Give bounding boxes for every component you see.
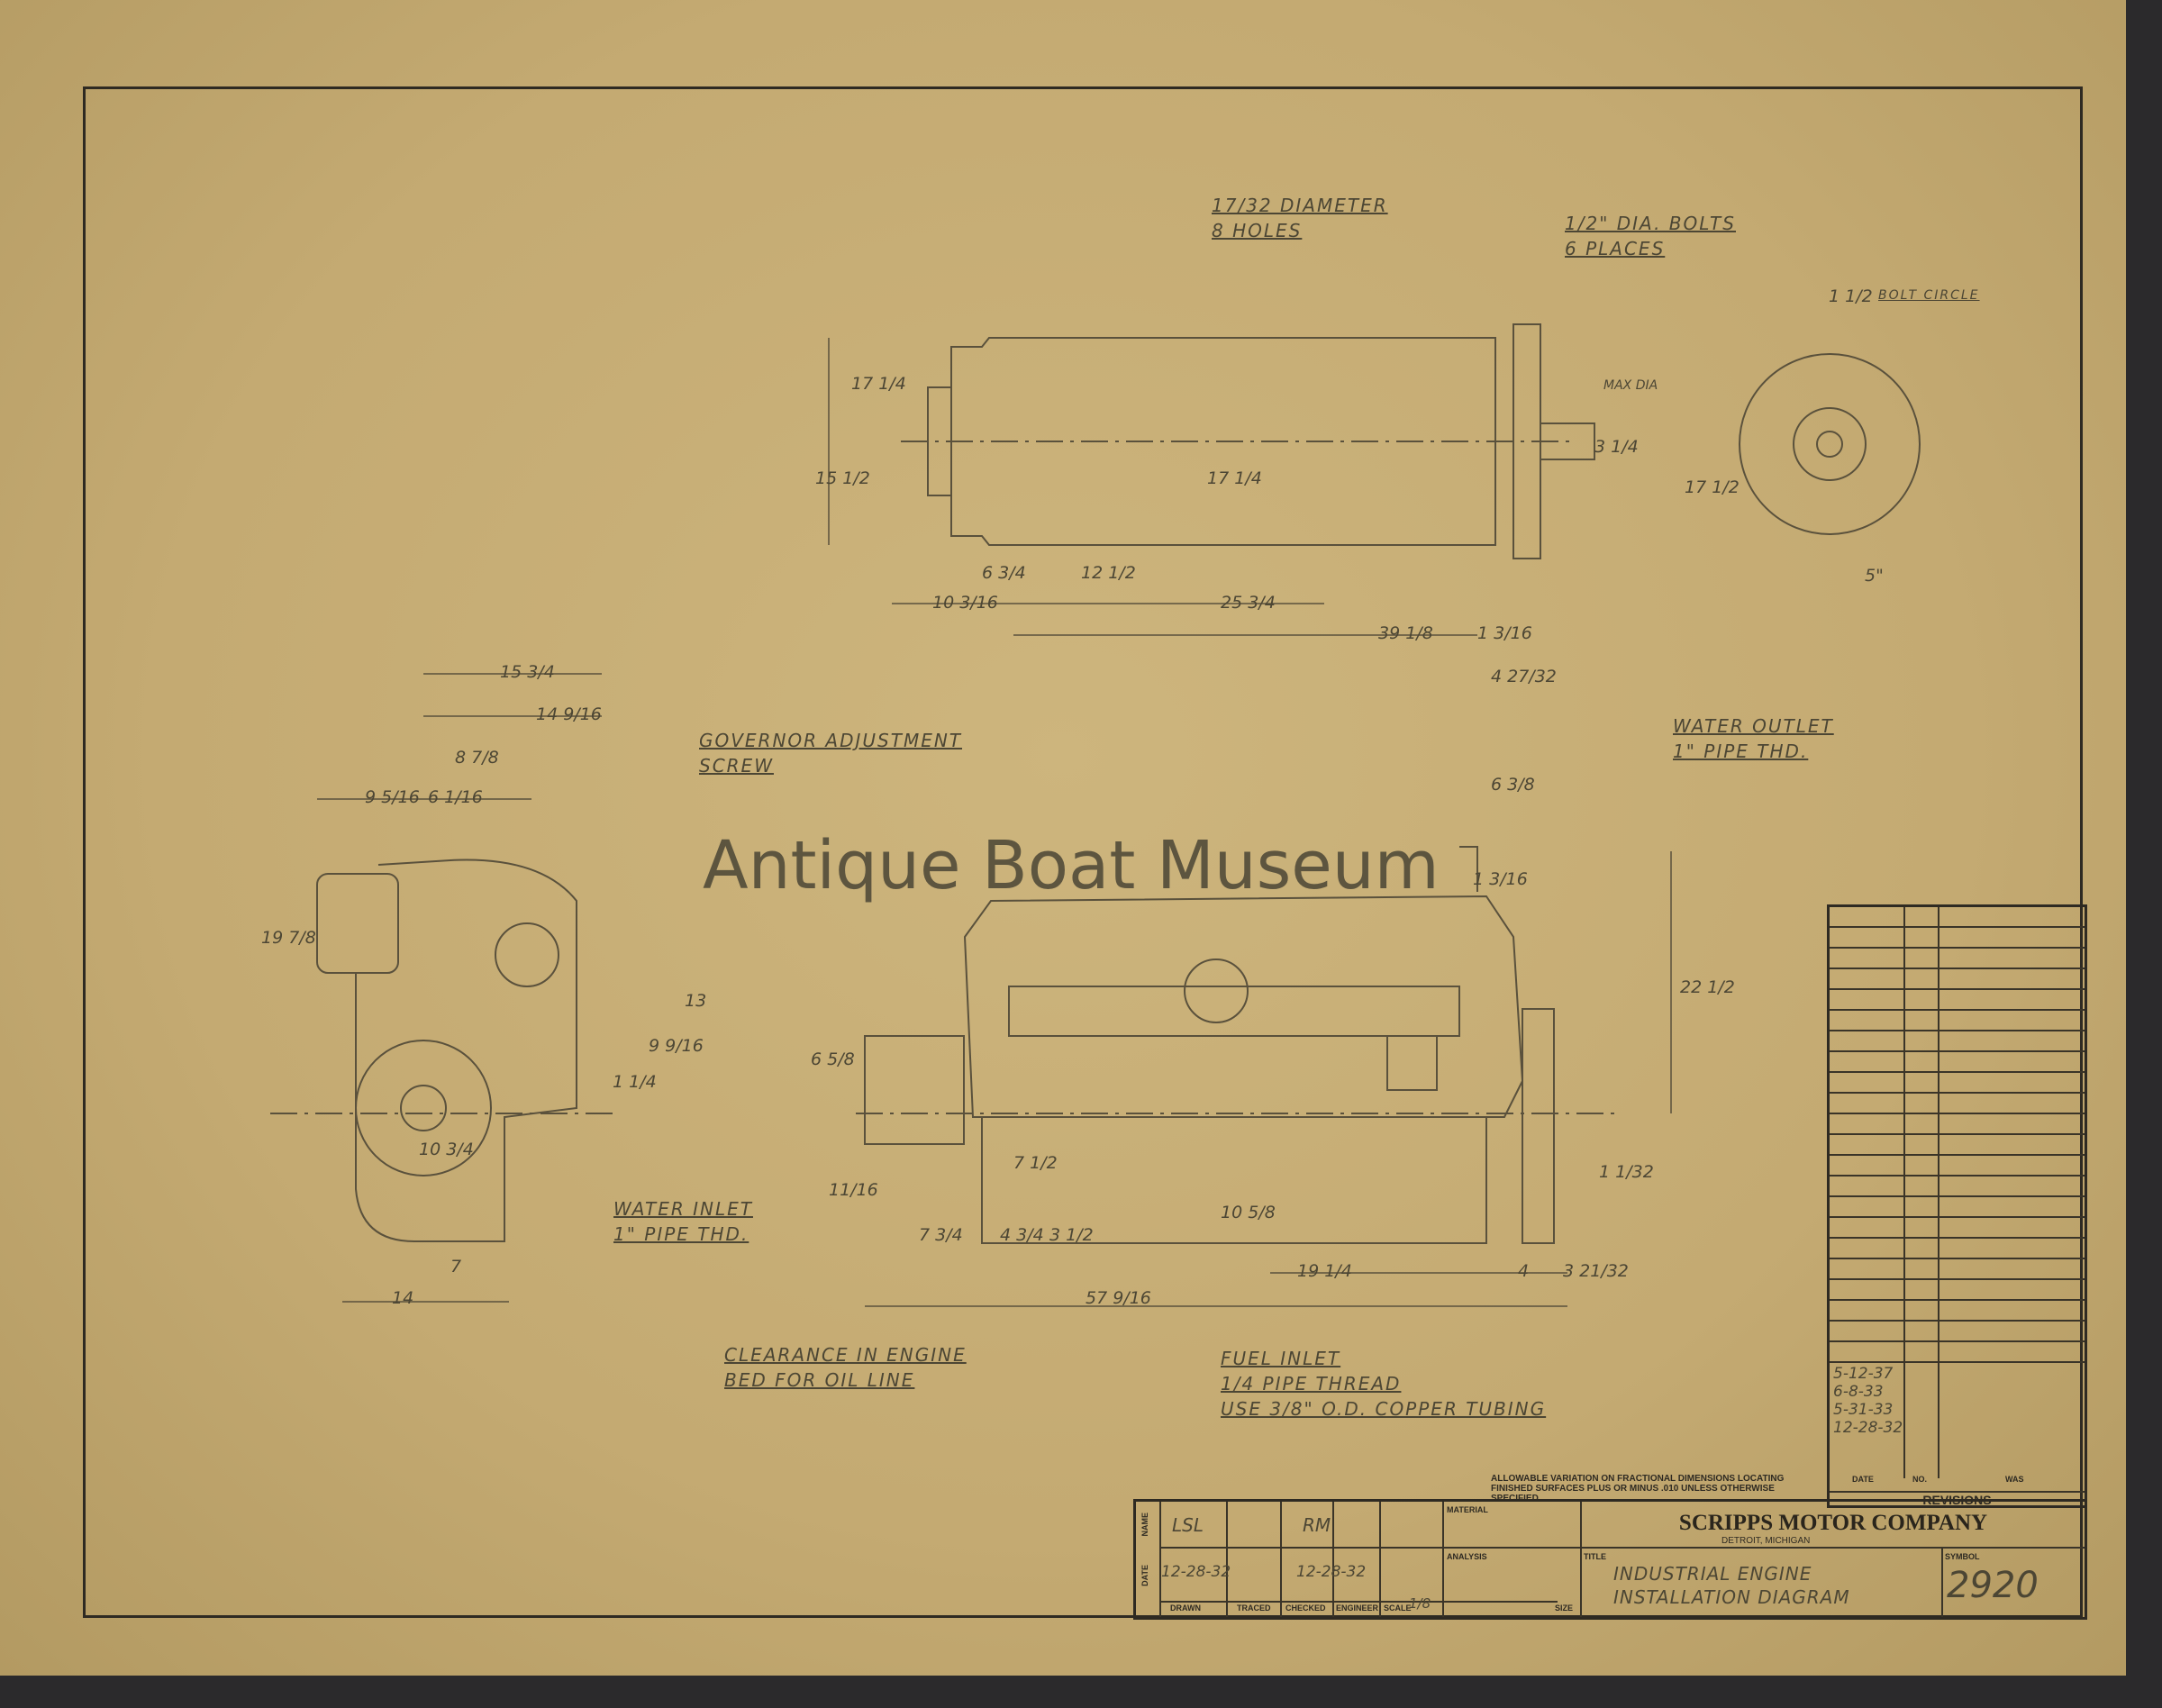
dimension: 3 1/2 [1049, 1225, 1094, 1245]
dimension: 3 21/32 [1563, 1261, 1629, 1281]
dimension: 17 1/4 [1207, 468, 1262, 488]
dimension: 9 9/16 [649, 1036, 704, 1056]
dimension: 1 1/4 [613, 1072, 657, 1092]
revisions-no-header: NO. [1912, 1475, 1928, 1484]
dimension: 14 9/16 [536, 704, 602, 724]
dimension: 4 [1518, 1261, 1530, 1281]
dimension: 17 1/2 [1685, 477, 1740, 497]
dimension: 14 [392, 1288, 414, 1308]
dimension: 17 1/4 [851, 374, 906, 394]
dimension: 19 7/8 [261, 928, 316, 948]
front-view [270, 859, 613, 1242]
dimension: 6 1/16 [428, 787, 483, 807]
side-view [856, 846, 1622, 1244]
name-label: NAME [1140, 1513, 1149, 1537]
dimension: 6 5/8 [811, 1049, 855, 1069]
blueprint-sheet [0, 0, 2126, 1676]
engineer-label: ENGINEER [1336, 1604, 1379, 1613]
flywheel-view [1739, 353, 1921, 535]
dimension: 25 3/4 [1221, 593, 1276, 613]
revisions-date-header: DATE [1852, 1475, 1874, 1484]
watermark: Antique Boat Museum [703, 827, 1440, 904]
dimension: 4 27/32 [1491, 667, 1557, 686]
revisions-block: 5-12-37 6-8-33 5-31-33 12-28-32 DATE NO.… [1827, 904, 2087, 1508]
dimension: 6 3/8 [1491, 775, 1535, 795]
top-view [901, 323, 1595, 559]
company-name: SCRIPPS MOTOR COMPANY [1678, 1511, 1988, 1535]
dimension: 7 1/2 [1013, 1153, 1058, 1173]
scale-label: SCALE [1384, 1604, 1412, 1613]
dimension-lines [317, 338, 1672, 1307]
dimension: 3 1/4 [1594, 437, 1639, 457]
dimension: 9 5/16 [365, 787, 420, 807]
dimension: 6 3/4 [982, 563, 1026, 583]
revision-date: 12-28-32 [1833, 1419, 1903, 1437]
dimension: 8 7/8 [455, 748, 499, 768]
dimension: 11/16 [829, 1180, 878, 1200]
dimension: 1 3/16 [1477, 623, 1532, 643]
dimension: 4 3/4 [1000, 1225, 1044, 1245]
company-city: DETROIT, MICHIGAN [1721, 1536, 1811, 1546]
revision-date: 6-8-33 [1833, 1383, 1884, 1401]
revision-date: 5-31-33 [1833, 1401, 1894, 1419]
dimension: 1 1/32 [1599, 1162, 1654, 1182]
dimension: 15 1/2 [815, 468, 870, 488]
drawing-title-line: INSTALLATION DIAGRAM [1613, 1586, 1850, 1608]
checked-label: CHECKED [1285, 1604, 1326, 1613]
dimension: 10 3/16 [932, 593, 998, 613]
scale-value: 1/8 [1409, 1595, 1431, 1612]
dimension: 10 3/4 [419, 1140, 474, 1159]
dimension: 10 5/8 [1221, 1203, 1276, 1222]
dimension: 1 1/2 [1829, 286, 1873, 306]
callout-bolt-circle: BOLT CIRCLE [1878, 288, 1980, 303]
checked-date: 12-28-32 [1296, 1563, 1367, 1581]
dimension: 12 1/2 [1081, 563, 1136, 583]
dimension: 5" [1865, 566, 1884, 586]
drawn-label: DRAWN [1170, 1604, 1201, 1613]
symbol-label: SYMBOL [1945, 1552, 1980, 1561]
revisions-was-header: WAS [2005, 1475, 2024, 1484]
drawn-by: LSL [1172, 1514, 1204, 1536]
date-label: DATE [1140, 1565, 1149, 1586]
material-label: MATERIAL [1447, 1505, 1488, 1514]
dimension: 22 1/2 [1680, 977, 1735, 997]
dimension: 15 3/4 [500, 662, 555, 682]
checked-by: RM [1303, 1514, 1331, 1536]
dimension: 57 9/16 [1086, 1288, 1151, 1308]
dimension: MAX DIA [1603, 378, 1658, 393]
drawing-border [83, 86, 2083, 1618]
dimension: 13 [685, 991, 707, 1011]
tolerance-note: ALLOWABLE VARIATION ON FRACTIONAL DIMENS… [1491, 1474, 1785, 1504]
dimension: 39 1/8 [1378, 623, 1433, 643]
drawing-number: 2920 [1947, 1565, 2039, 1606]
revision-date: 5-12-37 [1833, 1365, 1894, 1383]
analysis-label: ANALYSIS [1447, 1552, 1487, 1561]
title-label: TITLE [1584, 1552, 1606, 1561]
dimension: 7 [450, 1257, 462, 1276]
size-label: SIZE [1555, 1604, 1574, 1613]
drawn-date: 12-28-32 [1161, 1563, 1231, 1581]
dimension: 19 1/4 [1297, 1261, 1352, 1281]
dimension: 7 3/4 [919, 1225, 963, 1245]
traced-label: TRACED [1237, 1604, 1271, 1613]
drawing-title-line: INDUSTRIAL ENGINE [1613, 1563, 1812, 1585]
title-block: NAME DATE LSL RM 12-28-32 12-28-32 DRAWN… [1133, 1499, 2087, 1620]
dimension: 1 3/16 [1473, 869, 1528, 889]
